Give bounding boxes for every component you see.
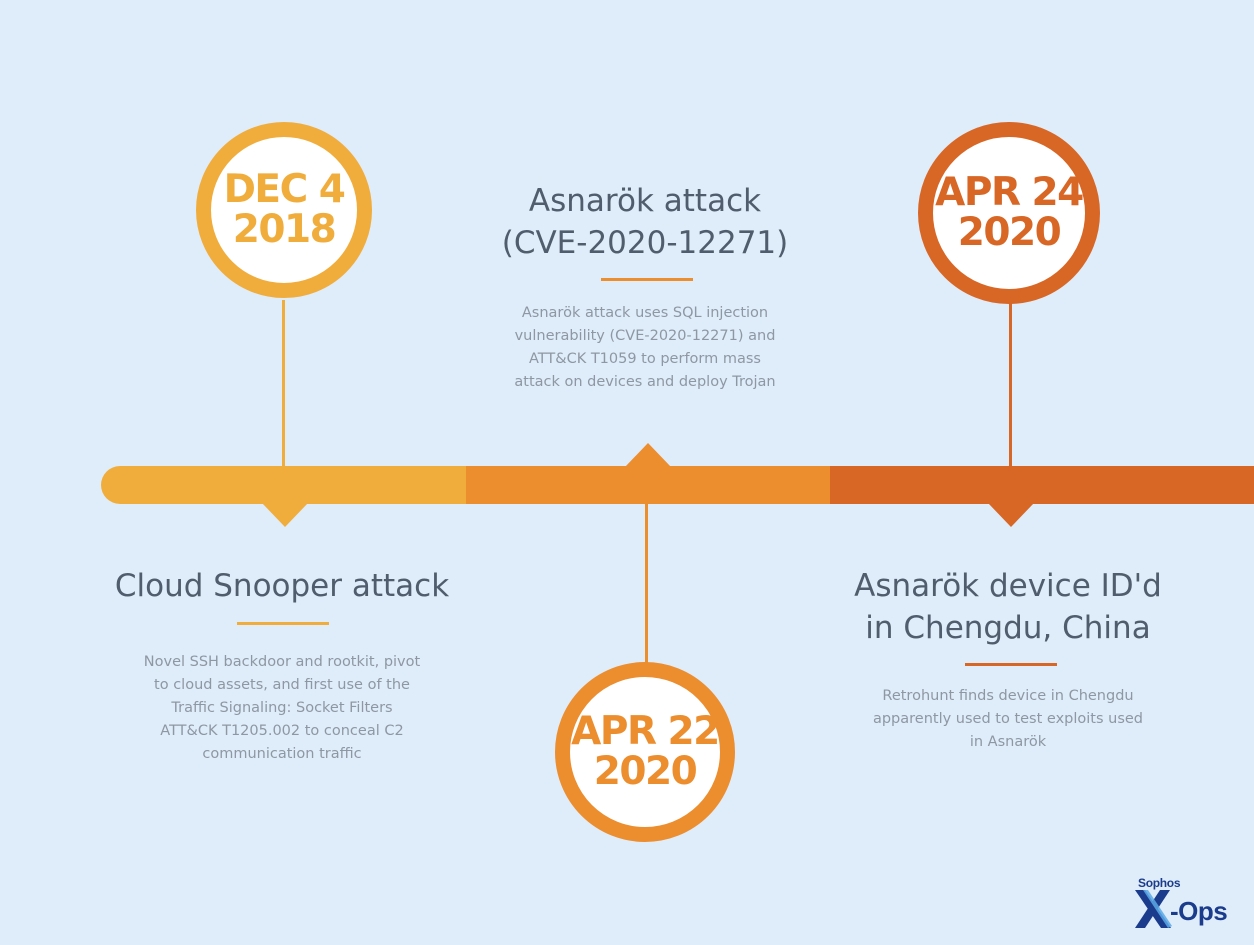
event-title-line-1: Cloud Snooper attack bbox=[114, 568, 450, 604]
timeline-segment-apr24 bbox=[830, 466, 1254, 504]
event-title-line-2: in Chengdu, China bbox=[865, 610, 1151, 646]
event-description-asnarok-device: Retrohunt finds device in Chengdu appare… bbox=[808, 685, 1208, 754]
description-line: to cloud assets, and first use of the bbox=[154, 677, 410, 693]
timeline-segment-apr22 bbox=[466, 466, 831, 504]
description-line: Asnarök attack uses SQL injection bbox=[521, 305, 769, 321]
description-line: ATT&CK T1059 to perform mass bbox=[529, 351, 761, 367]
notch-event-1 bbox=[262, 503, 308, 527]
date-badge-line-2: 2018 bbox=[232, 207, 337, 252]
description-line: in Asnarök bbox=[969, 734, 1047, 750]
event-title-asnarok-device: Asnarök device ID'd in Chengdu, China bbox=[808, 565, 1208, 649]
description-line: Novel SSH backdoor and rootkit, pivot bbox=[143, 654, 421, 670]
description-line: vulnerability (CVE-2020-12271) and bbox=[514, 328, 776, 344]
event-title-line-2: (CVE-2020-12271) bbox=[501, 225, 789, 261]
description-line: Traffic Signaling: Socket Filters bbox=[171, 700, 393, 716]
date-badge-apr-24-2020: APR 24 2020 bbox=[918, 122, 1100, 304]
event-title-line-1: Asnarök attack bbox=[528, 183, 762, 219]
date-badge-apr-22-2020: APR 22 2020 bbox=[555, 662, 735, 842]
description-line: apparently used to test exploits used bbox=[872, 711, 1144, 727]
description-line: ATT&CK T1205.002 to conceal C2 bbox=[160, 723, 404, 739]
date-badge-line-1: APR 24 bbox=[935, 170, 1084, 215]
logo-sophos-text: Sophos bbox=[1138, 876, 1181, 890]
title-underline bbox=[237, 622, 329, 625]
title-underline bbox=[965, 663, 1057, 666]
date-badge-line-2: 2020 bbox=[593, 749, 698, 794]
event-title-line-1: Asnarök device ID'd bbox=[854, 568, 1162, 604]
event-description-asnarok-attack: Asnarök attack uses SQL injection vulner… bbox=[445, 302, 845, 394]
date-badge-dec-4-2018: DEC 4 2018 bbox=[196, 122, 372, 298]
description-line: attack on devices and deploy Trojan bbox=[514, 374, 776, 390]
notch-event-3 bbox=[988, 503, 1034, 527]
description-line: communication traffic bbox=[202, 746, 362, 762]
date-badge-line-2: 2020 bbox=[957, 210, 1062, 255]
event-description-cloud-snooper: Novel SSH backdoor and rootkit, pivot to… bbox=[82, 651, 482, 766]
timeline-segment-2018 bbox=[101, 466, 467, 504]
stem-event-3 bbox=[1009, 300, 1012, 470]
date-badge-line-1: DEC 4 bbox=[223, 167, 346, 212]
logo-ops-text: -Ops bbox=[1170, 896, 1228, 926]
title-underline bbox=[601, 278, 693, 281]
date-badge-line-1: APR 22 bbox=[571, 709, 720, 754]
event-title-cloud-snooper: Cloud Snooper attack bbox=[82, 565, 482, 607]
sophos-x-ops-logo: Sophos -Ops bbox=[1132, 876, 1237, 934]
notch-event-2 bbox=[625, 443, 671, 467]
logo-x-mark-icon bbox=[1135, 890, 1172, 928]
stem-event-1 bbox=[282, 300, 285, 470]
event-title-asnarok-attack: Asnarök attack (CVE-2020-12271) bbox=[445, 180, 845, 264]
description-line: Retrohunt finds device in Chengdu bbox=[882, 688, 1134, 704]
stem-event-2 bbox=[645, 502, 648, 664]
